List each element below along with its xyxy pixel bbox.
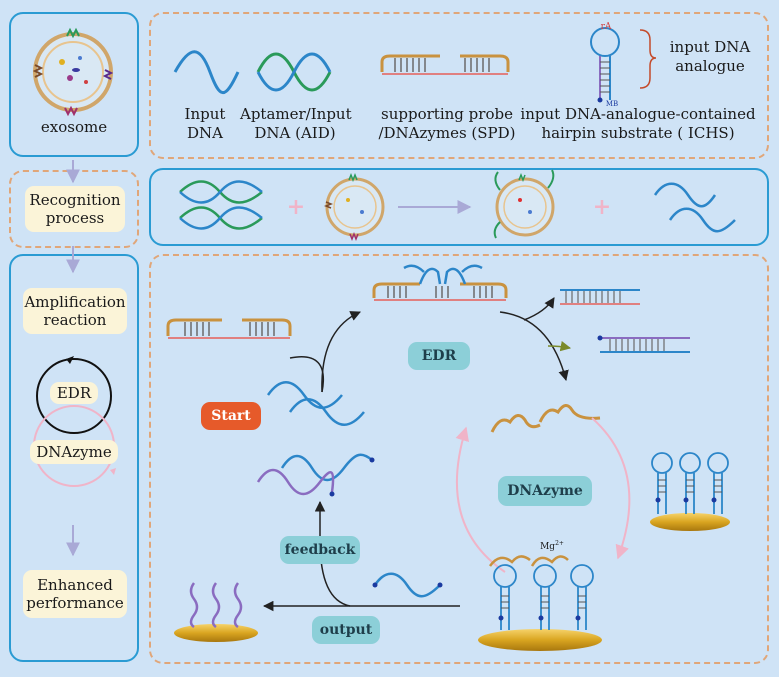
exosome-icon: [32, 27, 114, 117]
input-dna-strands: [266, 381, 365, 426]
recognition-line-2: process: [45, 209, 105, 227]
cycle-arrow-2: [499, 311, 569, 382]
amplification-line-2: reaction: [43, 311, 107, 329]
product-arrow: [523, 297, 555, 321]
edr-pill: EDR: [408, 342, 470, 370]
amplification-line-1: Amplification: [24, 293, 126, 311]
plus-sign-2: +: [592, 194, 612, 220]
ra-label: rA: [600, 22, 612, 32]
analogue-label: input DNA analogue: [669, 38, 751, 75]
spd-icon: [380, 54, 510, 75]
legend-panel: [149, 12, 769, 159]
input-dna-label: Input DNA: [184, 105, 226, 142]
plus-sign-1: +: [286, 194, 306, 220]
exosome-label: exosome: [40, 118, 108, 136]
spd-label: supporting probe /DNAzymes (SPD): [378, 105, 516, 142]
enhanced-line-1: Enhanced: [37, 576, 113, 594]
released-dna-icon: [653, 182, 736, 233]
edr-loop-icon: [33, 356, 116, 487]
hairpin-electrode-icon: [650, 452, 730, 531]
cycle-panel: [149, 254, 769, 664]
merge-arrow-tail: [289, 356, 324, 393]
aid-label: Aptamer/Input DNA (AID): [240, 105, 352, 142]
recognition-step-pill: Recognition process: [25, 186, 125, 232]
product-arrow-2: [547, 340, 572, 352]
feedback-pill: feedback: [280, 536, 360, 564]
dnazyme-mini-pill: DNAzyme: [30, 440, 118, 464]
amplification-step-pill: Amplification reaction: [23, 288, 127, 334]
dnazyme-strands-icon: [490, 404, 601, 433]
aid-pair-icon: [179, 180, 263, 230]
aid-icon: [256, 52, 332, 92]
dnazyme-arrow-2: [455, 426, 506, 573]
edr-complex-icon: [372, 264, 508, 301]
edr-mini-pill: EDR: [50, 382, 98, 404]
dnazyme-arrow-1: [591, 417, 631, 560]
dnazyme-pill: DNAzyme: [498, 476, 592, 506]
output-electrode-icon: [174, 582, 258, 642]
bound-exosome-icon: [493, 169, 555, 239]
enhanced-line-2: performance: [26, 594, 124, 612]
ichs-label: input DNA-analogue-contained hairpin sub…: [520, 105, 756, 142]
enhanced-step-pill: Enhanced performance: [23, 570, 127, 618]
mb-label: MB: [605, 100, 619, 108]
mg-label: Mg2+: [540, 540, 564, 552]
spd-probe-icon: [166, 318, 292, 339]
output-pill: output: [312, 616, 380, 644]
cleavage-electrode-icon: [478, 555, 602, 651]
recognition-line-1: Recognition: [29, 191, 121, 209]
duplex-products-icon: [560, 289, 690, 353]
start-pill: Start: [201, 402, 261, 430]
brace-icon: [639, 29, 657, 89]
released-analogue-icon: [373, 572, 441, 598]
hairpin-icon: [590, 27, 657, 103]
cycle-arrow-1: [321, 311, 361, 393]
feedback-strands-icon: [256, 453, 375, 497]
exosome-icon-2: [323, 172, 385, 242]
input-dna-icon: [173, 50, 240, 94]
